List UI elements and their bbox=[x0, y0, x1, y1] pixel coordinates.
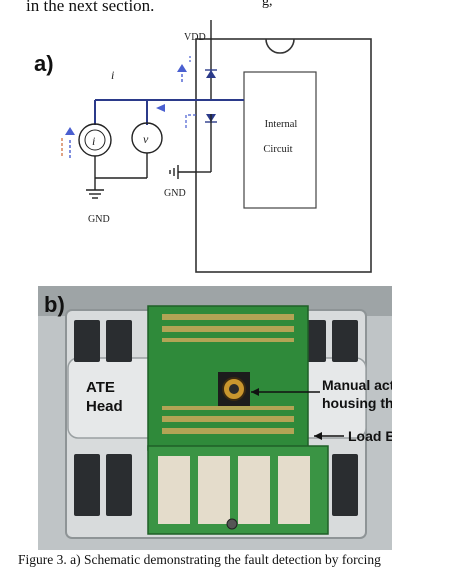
ate-label-line2: Head bbox=[86, 398, 123, 415]
panel-a-label: a) bbox=[34, 51, 54, 76]
chip-notch bbox=[265, 38, 295, 54]
ate-label-line1: ATE bbox=[86, 379, 115, 396]
internal-circuit-box bbox=[243, 71, 317, 209]
source-voltage-label: v bbox=[143, 132, 149, 146]
actuator-label: Manual actuator housing the DUT bbox=[322, 376, 392, 412]
actuator-label-line1: Manual actuator bbox=[322, 377, 392, 393]
source-current-label: i bbox=[92, 134, 95, 148]
ate-photo: b) ATE Head Manual actuator housing the … bbox=[38, 286, 392, 550]
internal-label-1: Internal bbox=[265, 119, 298, 130]
schematic-diagram: Internal Circuit VDD i i v GND GND a) bbox=[34, 20, 372, 273]
vdd-label: VDD bbox=[184, 32, 206, 43]
ate-head-label: ATE Head bbox=[86, 378, 123, 416]
header-text: in the next section. bbox=[26, 0, 155, 15]
gnd-label-bottom: GND bbox=[88, 214, 110, 225]
actuator-label-line2: housing the DUT bbox=[322, 395, 392, 411]
current-label: i bbox=[111, 68, 114, 82]
chip-outline bbox=[195, 38, 372, 273]
header-fragment: g, bbox=[262, 0, 273, 9]
figure-caption: Figure 3. a) Schematic demonstrating the… bbox=[18, 552, 381, 567]
loadboard-label: Load Board bbox=[348, 428, 392, 444]
panel-b-label: b) bbox=[44, 292, 65, 317]
internal-label-2: Circuit bbox=[263, 144, 292, 155]
gnd-label-top: GND bbox=[164, 188, 186, 199]
diode-top bbox=[206, 70, 216, 78]
